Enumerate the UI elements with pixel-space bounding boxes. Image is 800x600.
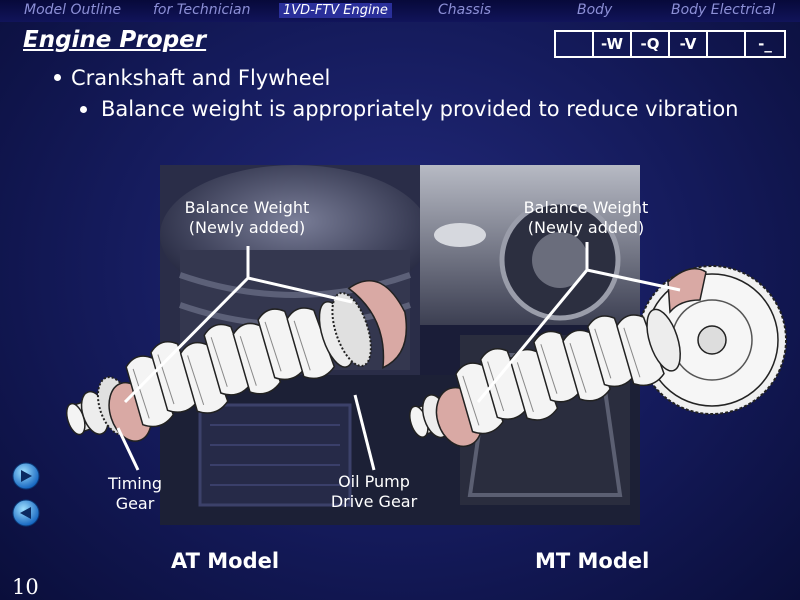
bullet-icon xyxy=(80,106,87,113)
bullet-level1: Crankshaft and Flywheel xyxy=(54,66,330,90)
variant-cell-w[interactable]: -W xyxy=(594,32,632,56)
nav-model-outline[interactable]: Model Outline xyxy=(24,2,122,18)
mt-balance-weight-line2: (Newly added) xyxy=(527,218,645,237)
nav-for-technician[interactable]: for Technician xyxy=(153,2,251,18)
bullet-level1-text: Crankshaft and Flywheel xyxy=(71,66,331,90)
bullet-level2: Balance weight is appropriately provided… xyxy=(80,95,750,123)
variant-cell-blank-1[interactable] xyxy=(556,32,594,56)
nav-1vd-ftv-engine[interactable]: 1VD-FTV Engine xyxy=(279,3,392,18)
mt-balance-weight-label: Balance Weight (Newly added) xyxy=(510,198,662,238)
timing-gear-label: Timing Gear xyxy=(98,474,172,514)
nav-body[interactable]: Body xyxy=(577,2,613,18)
variant-cell-blank-2[interactable] xyxy=(708,32,746,56)
variant-cell-q[interactable]: -Q xyxy=(632,32,670,56)
bullet-icon xyxy=(54,73,61,81)
arrow-right-icon[interactable] xyxy=(12,462,40,490)
at-model-label: AT Model xyxy=(171,549,280,573)
timing-gear-line2: Gear xyxy=(115,494,155,513)
oil-pump-line1: Oil Pump xyxy=(338,472,410,491)
variant-selector: -W -Q -V -_ xyxy=(554,30,786,58)
nav-chassis[interactable]: Chassis xyxy=(438,2,491,18)
page-title: Engine Proper xyxy=(23,27,207,53)
nav-body-electrical[interactable]: Body Electrical xyxy=(671,2,776,18)
at-balance-weight-line2: (Newly added) xyxy=(188,218,306,237)
mt-balance-weight-line1: Balance Weight xyxy=(523,198,649,217)
mt-model-label: MT Model xyxy=(535,549,650,573)
flywheel xyxy=(637,265,787,415)
top-nav: Model Outline for Technician 1VD-FTV Eng… xyxy=(0,0,800,22)
arrow-left-icon[interactable] xyxy=(12,499,40,527)
bullet-level2-text: Balance weight is appropriately provided… xyxy=(101,97,739,121)
timing-gear-line1: Timing xyxy=(107,474,163,493)
page-number: 10 xyxy=(12,575,39,599)
at-balance-weight-line1: Balance Weight xyxy=(184,198,310,217)
oil-pump-label: Oil Pump Drive Gear xyxy=(318,472,430,512)
variant-cell-v[interactable]: -V xyxy=(670,32,708,56)
variant-cell-underscore[interactable]: -_ xyxy=(758,35,772,53)
oil-pump-line2: Drive Gear xyxy=(330,492,418,511)
at-balance-weight-label: Balance Weight (Newly added) xyxy=(172,198,322,238)
